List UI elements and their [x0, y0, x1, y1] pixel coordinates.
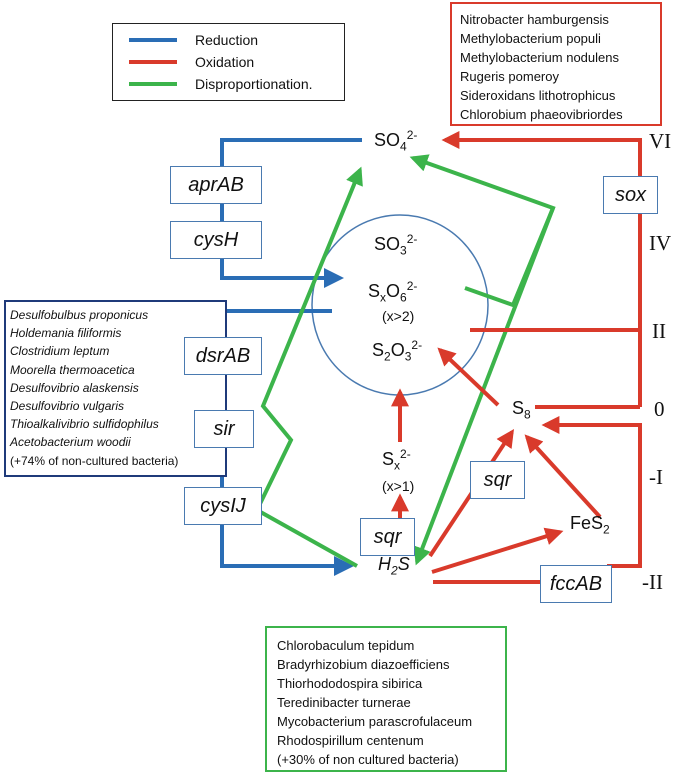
- gene-fccab: fccAB: [540, 565, 612, 603]
- compound-pyrite: FeS2: [570, 513, 610, 537]
- oxidation-swatch: [129, 60, 177, 64]
- species-name: Nitrobacter hamburgensis: [460, 12, 609, 27]
- legend-label: Reduction: [195, 32, 259, 48]
- gene-aprab: aprAB: [170, 166, 262, 204]
- reducers-box: Desulfobulbus proponicus Holdemania fili…: [4, 300, 227, 477]
- species-name: Desulfovibrio alaskensis: [10, 380, 139, 395]
- reduction-swatch: [129, 38, 177, 42]
- gene-sox: sox: [603, 176, 658, 214]
- gene-dsrab: dsrAB: [184, 337, 262, 375]
- ox-fccab-branch: [541, 416, 642, 568]
- legend-item-oxidation: Oxidation: [129, 52, 254, 72]
- disproportionation-paths: [254, 154, 556, 568]
- gene-sqr-right: sqr: [470, 461, 525, 499]
- legend-label: Oxidation: [195, 54, 255, 70]
- gene-sir: sir: [194, 410, 254, 448]
- oxidation-state-minus-ii: -II: [642, 570, 663, 594]
- gene-sqr-left: sqr: [360, 518, 415, 556]
- oxidation-state-vi: VI: [649, 129, 672, 153]
- species-name: Chlorobaculum tepidum: [277, 638, 415, 653]
- compound-sulfate: SO42-: [374, 128, 418, 154]
- species-name: Holdemania filiformis: [10, 326, 122, 341]
- ox-fes2-to-s8: [524, 434, 602, 519]
- species-name: Teredinibacter turnerae: [277, 695, 411, 710]
- legend-item-disproportionation: Disproportionation.: [129, 74, 313, 94]
- species-name: Clostridium leptum: [10, 344, 110, 359]
- species-name: Chlorobium phaeovibriordes: [460, 107, 623, 122]
- disproportionation-swatch: [129, 82, 177, 86]
- species-name: Bradyrhizobium diazoefficiens: [277, 657, 450, 672]
- compound-polysulfide: Sx2-: [382, 447, 411, 473]
- compound-polythionate: SxO62-: [368, 279, 418, 305]
- reduction-so4-to-so3: [220, 138, 362, 288]
- species-note: (+74% of non-cultured bacteria): [10, 453, 179, 468]
- species-name: Desulfobulbus proponicus: [10, 308, 149, 322]
- disp-left-loop: [254, 166, 363, 568]
- compound-elemental-sulfur: S8: [512, 398, 531, 422]
- oxidation-state-iv: IV: [649, 231, 672, 255]
- polythionate-note: (x>2): [382, 308, 415, 324]
- ox-right-bracket: [441, 131, 642, 407]
- disp-right-loop: [409, 154, 556, 308]
- compound-hydrogen-sulfide: H2S: [378, 554, 410, 578]
- species-name: Thioalkalivibrio sulfidophilus: [10, 417, 159, 432]
- species-name: Acetobacterium woodii: [10, 435, 131, 450]
- species-name: Rugeris pomeroy: [460, 69, 559, 84]
- species-name: Desulfovibrio vulgaris: [10, 399, 125, 414]
- oxidation-state-ii: II: [652, 319, 666, 343]
- species-name: Methylobacterium nodulens: [460, 50, 619, 65]
- species-name: Thiorhododospira sibirica: [277, 676, 423, 691]
- species-name: Mycobacterium parascrofulaceum: [277, 714, 473, 729]
- legend-item-reduction: Reduction: [129, 30, 258, 50]
- oxidation-state-zero: 0: [654, 397, 665, 421]
- gene-cysij: cysIJ: [184, 487, 262, 525]
- compound-sulfite: SO32-: [374, 232, 418, 258]
- species-name: Sideroxidans lithotrophicus: [460, 88, 616, 103]
- gene-cysh: cysH: [170, 221, 262, 259]
- ox-h2s-to-fes2: [431, 527, 564, 574]
- oxidizers-box: Nitrobacter hamburgensis Methylobacteriu…: [450, 2, 662, 126]
- species-name: Methylobacterium populi: [460, 31, 601, 46]
- disp-to-h2s: [413, 207, 555, 566]
- disproportionators-box: Chlorobaculum tepidum Bradyrhizobium dia…: [265, 626, 507, 772]
- species-name: Moorella thermoacetica: [10, 362, 135, 377]
- legend: Reduction Oxidation Disproportionation.: [112, 23, 345, 101]
- species-note: (+30% of non cultured bacteria): [277, 752, 459, 767]
- ox-s8-to-s2o3: [437, 347, 500, 407]
- polysulfide-note: (x>1): [382, 478, 415, 494]
- oxidation-state-minus-i: -I: [649, 465, 663, 489]
- legend-label: Disproportionation.: [195, 76, 313, 92]
- species-name: Rhodospirillum centenum: [277, 733, 424, 748]
- compound-thiosulfate: S2O32-: [372, 338, 423, 364]
